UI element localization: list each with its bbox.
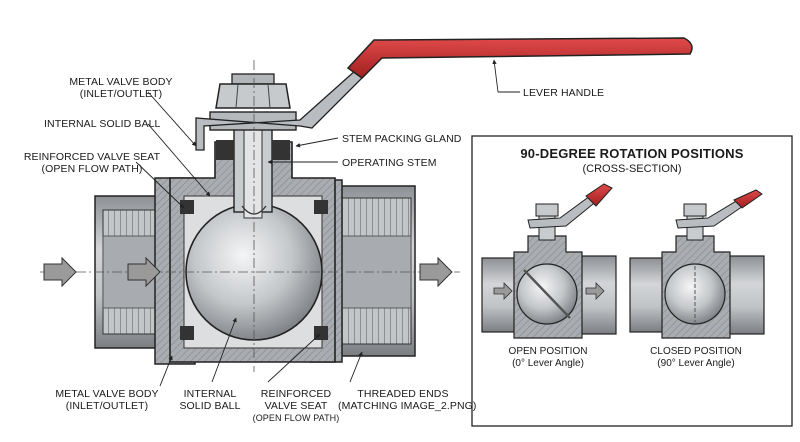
label-body-top: METAL VALVE BODY (INLET/OUTLET) <box>66 76 176 100</box>
label-seat-bottom-line3: (OPEN FLOW PATH) <box>252 413 340 423</box>
label-packing-gland: STEM PACKING GLAND <box>342 133 462 145</box>
label-seat-bottom-line2: VALVE SEAT <box>264 400 328 412</box>
label-body-bottom-line2: (INLET/OUTLET) <box>65 400 149 412</box>
label-body-bottom-line1: METAL VALVE BODY <box>55 388 159 400</box>
label-threaded-ends-line2: (MATCHING IMAGE_2.PNG) <box>338 400 477 412</box>
label-body-top-line2: (INLET/OUTLET) <box>79 88 163 100</box>
label-open-position: OPEN POSITION (0° Lever Angle) <box>478 346 618 370</box>
lever-handle <box>195 37 693 151</box>
flow-arrow-mid <box>127 256 161 288</box>
label-closed-position: CLOSED POSITION (90° Lever Angle) <box>626 346 766 370</box>
label-operating-stem: OPERATING STEM <box>342 157 437 169</box>
label-ball-bottom-line1: INTERNAL <box>183 388 237 400</box>
label-ball-bottom-line2: SOLID BALL <box>179 400 241 412</box>
label-seat-top-line1: REINFORCED VALVE SEAT <box>23 151 161 163</box>
label-seat-bottom: REINFORCED VALVE SEAT (OPEN FLOW PATH) <box>246 388 346 424</box>
inset-subtitle: (CROSS-SECTION) <box>582 163 682 175</box>
label-ball-bottom: INTERNAL SOLID BALL <box>170 388 250 412</box>
leader-lines <box>135 59 520 387</box>
label-lever-handle: LEVER HANDLE <box>523 87 605 99</box>
label-seat-top: REINFORCED VALVE SEAT (OPEN FLOW PATH) <box>18 151 166 175</box>
inset-title: 90-DEGREE ROTATION POSITIONS <box>520 146 744 161</box>
label-body-top-line1: METAL VALVE BODY <box>69 76 173 88</box>
label-threaded-ends: THREADED ENDS (MATCHING IMAGE_2.PNG) <box>338 388 477 412</box>
main-valve <box>40 37 693 372</box>
mini-valve-closed <box>629 189 765 339</box>
label-seat-top-line2: (OPEN FLOW PATH) <box>41 163 143 175</box>
label-closed-position-line1: CLOSED POSITION <box>650 346 742 357</box>
label-seat-bottom-line1: REINFORCED <box>260 388 332 400</box>
label-body-bottom: METAL VALVE BODY (INLET/OUTLET) <box>42 388 172 412</box>
stem-nut <box>209 73 297 131</box>
mini-valve-open <box>481 183 617 339</box>
label-threaded-ends-line1: THREADED ENDS <box>357 388 449 400</box>
label-closed-position-line2: (90° Lever Angle) <box>657 358 735 369</box>
stem-assembly <box>216 127 290 219</box>
label-open-position-line2: (0° Lever Angle) <box>512 358 584 369</box>
label-open-position-line1: OPEN POSITION <box>508 346 588 357</box>
flow-arrow-out <box>419 256 453 288</box>
flow-arrow-in <box>43 256 77 288</box>
label-ball-top: INTERNAL SOLID BALL <box>44 118 161 130</box>
